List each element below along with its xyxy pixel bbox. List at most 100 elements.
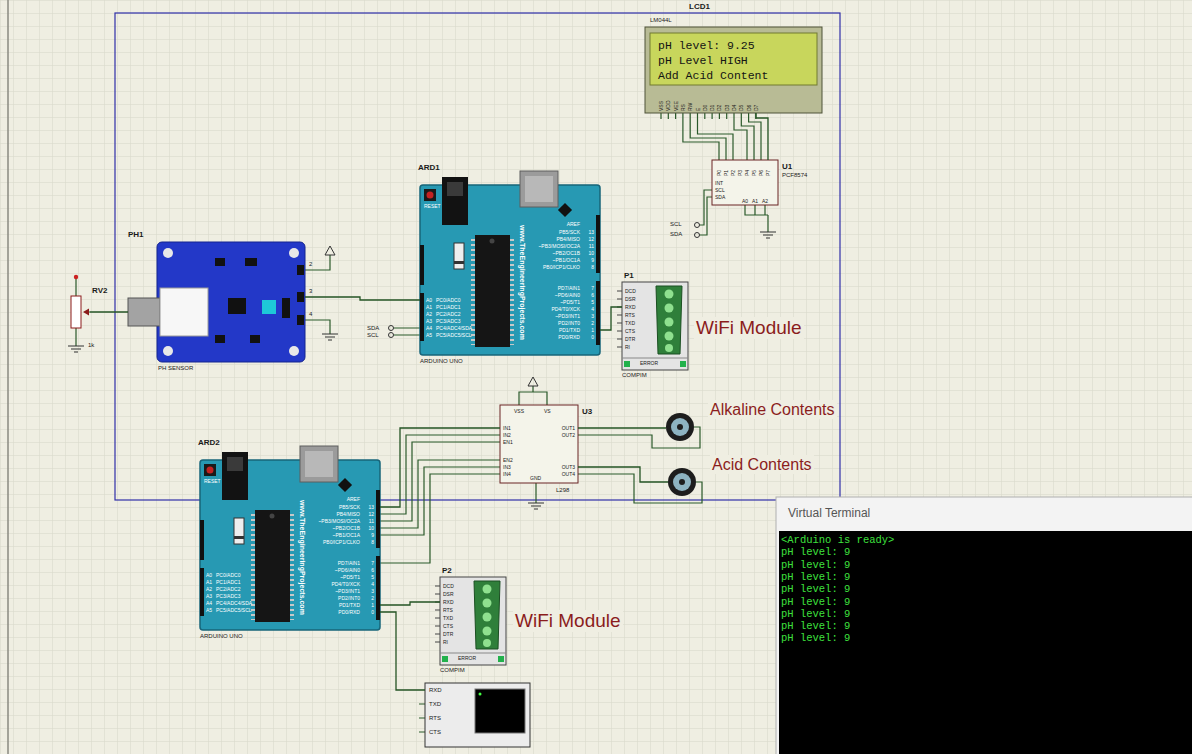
pin-label: D7	[753, 105, 759, 111]
pin-label: ~PB2/OC1B	[553, 250, 580, 256]
pin-label: PD7/AIN1	[338, 560, 360, 566]
probe-connector	[128, 298, 160, 326]
ph-sensor-board: PH1PH SENSOR	[128, 242, 305, 362]
pin-number: 1	[591, 327, 594, 333]
console-line: pH level: 9	[781, 559, 850, 571]
pin-label: A2	[426, 311, 432, 317]
pin-label: VSS	[514, 408, 524, 414]
pin-label: A2	[206, 586, 212, 592]
bnc-socket	[160, 288, 208, 336]
pin-label: D5	[738, 105, 744, 111]
pin-label: PC4/ADC4/SDA	[436, 325, 472, 331]
pin-label: RESET	[424, 203, 441, 209]
pin-label: PD1/TXD	[559, 327, 580, 333]
pin-label: CTS	[429, 729, 441, 736]
board-print: www.TheEngineeringProjects.com	[298, 500, 306, 615]
pin-label: OUT4	[562, 471, 575, 477]
lcd-screen	[650, 33, 817, 85]
pin-label: DSR	[443, 591, 454, 597]
part-value: PH SENSOR	[158, 365, 193, 372]
pin-label: PD0/RXD	[338, 609, 360, 615]
i2c-wire	[394, 328, 421, 335]
pin-label: ~PD5/T1	[560, 299, 580, 305]
arduino-board: ARD1ARDUINO UNOwww.TheEngineeringProject…	[420, 185, 600, 355]
pin-number: 11	[369, 518, 374, 524]
pin-label: RI	[443, 639, 448, 645]
pin-label: DTR	[625, 336, 635, 342]
cursor-dot	[479, 693, 482, 696]
pin-number: 0	[591, 334, 594, 340]
pin-number: 1	[371, 602, 374, 608]
pin-label: AREF	[347, 496, 360, 502]
pin-label: PC0/ADC0	[436, 297, 460, 303]
pin-label: IN1	[503, 425, 511, 431]
pin-label: ~PD6/AIN0	[555, 292, 580, 298]
pin-label: PC2/ADC2	[436, 311, 460, 317]
pin-label: A1	[752, 198, 758, 204]
smd-part	[215, 335, 225, 343]
pin-label: INT	[715, 180, 723, 186]
pin-label: ~PB3/MOSI/OC2A	[538, 243, 580, 249]
part-ref: RV2	[92, 286, 107, 295]
pin-label: PC2/ADC2	[216, 586, 240, 592]
pin-label: ~PD3/INT1	[335, 588, 360, 594]
pin-stubs	[419, 704, 425, 732]
console-line: pH level: 9	[781, 632, 850, 644]
pin-label: VEE	[673, 101, 679, 111]
lcd-pins	[661, 113, 756, 119]
arduino-symbol	[200, 446, 380, 630]
part-value: 1k	[88, 342, 94, 349]
part-value: COMPIM	[622, 372, 647, 379]
pin-number: 6	[591, 292, 594, 298]
pin-label: PB0/ICP1/CLKO	[323, 539, 360, 545]
part-ref: U3	[582, 407, 592, 416]
pin-label: GND	[530, 475, 541, 481]
terminal-dot	[695, 233, 700, 238]
pin-label: A1	[426, 304, 432, 310]
pin-label: VS	[544, 408, 551, 414]
pin-number: 9	[591, 257, 594, 263]
bus-wire	[683, 119, 761, 160]
terminal-label: SCL	[670, 221, 682, 228]
console-line: pH level: 9	[781, 608, 850, 620]
pin-label: D2	[716, 105, 722, 111]
pin-label: IN3	[503, 464, 511, 470]
pin-number: 8	[371, 539, 374, 545]
pin-label: RTS	[429, 715, 441, 722]
pin-label: DTR	[443, 631, 453, 637]
part-ref: ARD2	[198, 438, 220, 447]
smd-part	[250, 335, 260, 343]
pin-label: PD1/TXD	[339, 602, 360, 608]
i2c-wire	[700, 190, 713, 235]
part-value: L298	[556, 487, 569, 494]
mount-hole	[163, 346, 173, 356]
wire	[578, 467, 668, 482]
pin-number: 9	[371, 532, 374, 538]
pin-label: TXD	[625, 320, 635, 326]
wire	[90, 311, 128, 312]
mount-hole	[163, 248, 173, 258]
part-ref: ARD1	[418, 163, 440, 172]
part-value: COMPIM	[440, 667, 465, 674]
pin-number: 12	[588, 236, 594, 242]
pin-label: A1	[206, 579, 212, 585]
console-line: pH level: 9	[781, 571, 850, 583]
pin-number: 0	[371, 609, 374, 615]
pin-label: DCD	[443, 583, 454, 589]
pin-label: PC5/ADC5/SCL	[436, 332, 472, 338]
pin-label: RTS	[625, 312, 635, 318]
serial-port: P2DCDDSRRXDRTSTXDCTSDTRRIERRORCOMPIM	[440, 577, 506, 665]
pin-label: RS	[680, 104, 686, 111]
pin-label: IN4	[503, 471, 511, 477]
part-ref: PH1	[128, 230, 144, 239]
pin-label: RXD	[625, 304, 636, 310]
pin-label: VSS	[658, 101, 664, 111]
pin-label: OUT2	[562, 432, 575, 438]
pin-label: A0	[426, 297, 432, 303]
header-pin	[297, 265, 304, 275]
sheet-border	[7, 0, 9, 754]
ground-symbol	[68, 346, 84, 352]
chip-body	[500, 405, 578, 483]
